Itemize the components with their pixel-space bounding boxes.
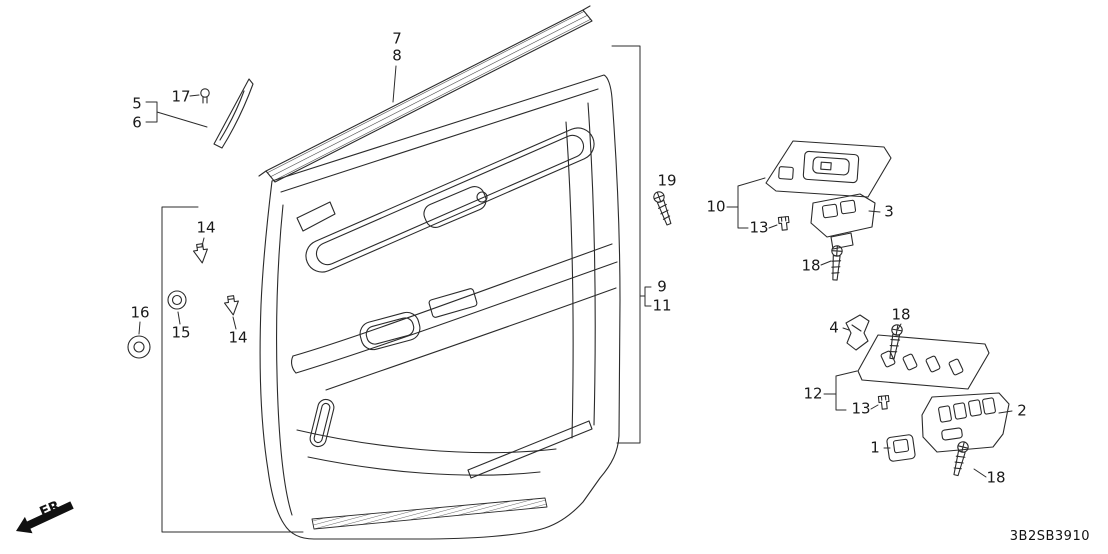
mirror-garnish [213,78,254,149]
part-label-9-14: 9 [657,277,667,296]
clip-14-lower [223,294,241,317]
part-label-16-6: 16 [130,303,150,322]
switch-bezel-10 [765,140,892,198]
part-label-5-2: 5 [132,94,142,113]
speaker-slot [309,398,335,448]
part-label-19-9: 19 [657,171,677,190]
screw-19 [651,189,675,227]
part-label-18-17: 18 [891,305,911,324]
weatherstrip [258,5,593,183]
part-label-6-3: 6 [132,113,142,132]
switch-1 [886,434,916,462]
part-label-15-7: 15 [171,323,191,342]
part-label-3-12: 3 [884,202,894,221]
pull-cup [359,311,421,351]
window-switch-3 [810,193,876,250]
clip-13-lower [877,394,891,411]
part-label-13-11: 13 [749,218,769,237]
master-switch-bezel-12 [857,334,990,390]
clip-4 [845,314,870,351]
part-label-10-10: 10 [706,197,726,216]
screw-18-upper [829,244,844,281]
leader-lines [138,45,1013,533]
clip-13-upper [777,215,791,232]
master-switch-2 [921,392,1010,453]
grommet-15 [167,290,187,310]
part-label-14-5: 14 [196,218,216,237]
fastener-17 [200,88,210,104]
part-label-4-16: 4 [829,318,839,337]
fr-direction-arrow [16,501,74,534]
diagram-code: 3B2SB3910 [1009,529,1090,544]
part-label-2-20: 2 [1017,401,1027,420]
part-label-14-8: 14 [228,328,248,347]
part-label-13-19: 13 [851,399,871,418]
door-trim-panel [259,74,621,540]
part-label-8-1: 8 [392,46,402,65]
part-label-7-0: 7 [392,29,402,48]
part-label-1-21: 1 [870,438,880,457]
ring-16 [127,335,151,359]
part-label-17-4: 17 [171,87,191,106]
screw-18-lower [950,440,970,477]
clip-14-upper [192,242,210,265]
part-label-11-15: 11 [652,296,672,315]
screw-18-middle [886,323,904,361]
part-label-18-22: 18 [986,468,1006,487]
part-label-18-13: 18 [801,256,821,275]
part-label-12-18: 12 [803,384,823,403]
switch-plate-opening [428,288,478,318]
inside-handle-cutout [423,186,488,228]
